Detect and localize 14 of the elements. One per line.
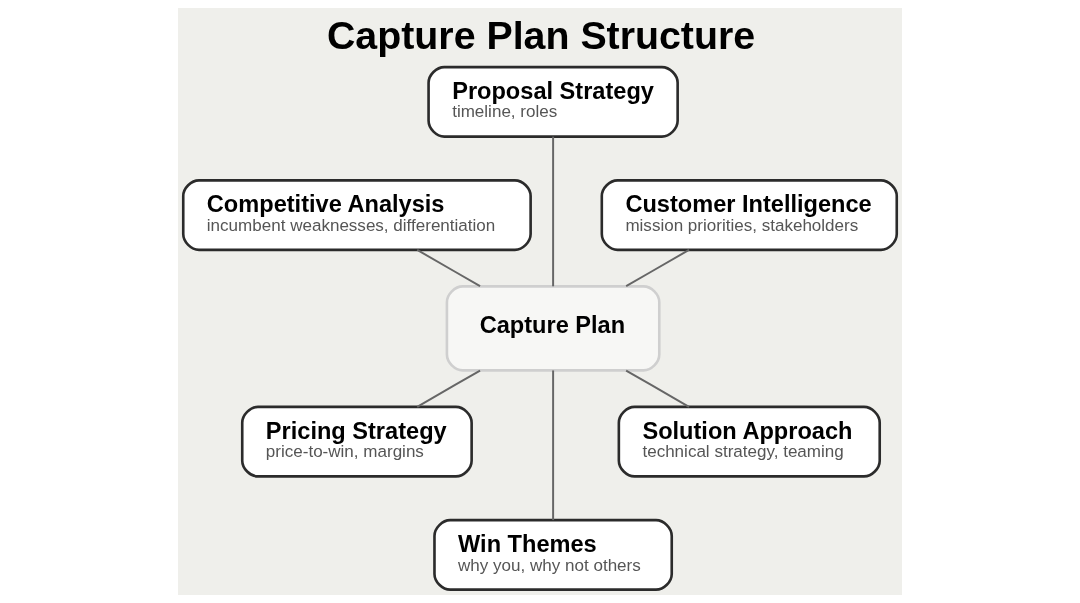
connector — [552, 135, 555, 288]
connector — [416, 248, 482, 288]
node-box: Pricing Strategy price-to-win, margins — [240, 405, 473, 478]
node-box: Customer Intelligence mission priorities, stakeholders — [600, 179, 899, 252]
node-box: Competitive Analysis incumbent weaknesses, differentiation — [181, 179, 532, 252]
connector — [625, 248, 690, 288]
node-box: Win Themes why you, why not others — [433, 518, 674, 591]
connector — [552, 369, 555, 522]
connector — [625, 369, 690, 408]
node-box: Proposal Strategy timeline, roles — [427, 65, 679, 138]
diagram-title: Capture Plan Structure — [326, 12, 756, 57]
node-box: Capture Plan — [445, 285, 661, 372]
connector — [416, 369, 482, 408]
node-box: Solution Approach technical strategy, teaming — [617, 405, 882, 478]
